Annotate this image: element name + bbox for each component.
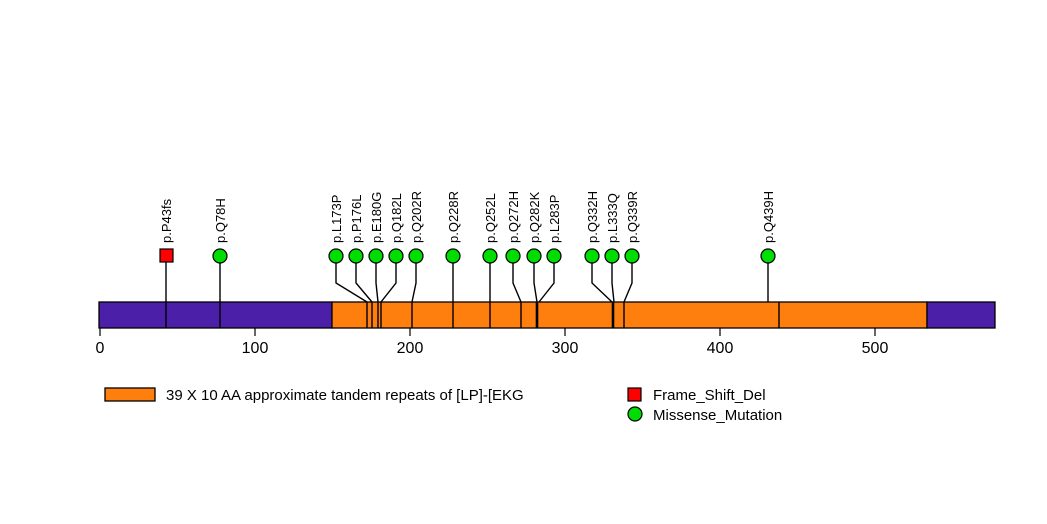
legend-label-tandem-repeat: 39 X 10 AA approximate tandem repeats of… xyxy=(166,387,524,404)
mutation-label-q182l: p.Q182L xyxy=(389,193,404,243)
mutation-label-q282k: p.Q282K xyxy=(527,191,542,243)
mutation-label-q332h: p.Q332H xyxy=(585,191,600,243)
legend-label-frame-shift-del: Frame_Shift_Del xyxy=(653,387,766,404)
marker-q339r[interactable] xyxy=(624,248,640,264)
mutation-label-l173p: p.L173P xyxy=(329,195,344,243)
marker-p43fs[interactable] xyxy=(159,248,174,263)
marker-q252l[interactable] xyxy=(482,248,498,264)
marker-q182l[interactable] xyxy=(388,248,404,264)
legend-item-missense-mutation[interactable]: Missense_Mutation xyxy=(627,406,782,424)
stem-p176l xyxy=(355,262,373,303)
mutation-label-p176l: p.P176L xyxy=(349,195,364,243)
mutation-label-q202r: p.Q202R xyxy=(409,191,424,243)
stem-q282k xyxy=(533,262,538,303)
mutation-label-q339r: p.Q339R xyxy=(625,191,640,243)
lollipop-stems xyxy=(165,262,769,303)
mutation-label-q78h: p.Q78H xyxy=(213,198,228,243)
stem-q182l xyxy=(380,262,397,303)
axis-tick-label-300: 300 xyxy=(552,340,579,357)
stem-q272h xyxy=(512,262,522,303)
legend-swatch-missense-mutation xyxy=(627,406,643,422)
marker-l283p[interactable] xyxy=(546,248,562,264)
mutation-label-l283p: p.L283P xyxy=(547,195,562,243)
protein-backbone xyxy=(98,301,996,329)
marker-q282k[interactable] xyxy=(526,248,542,264)
marker-e180g[interactable] xyxy=(368,248,384,264)
domain-backbone-left[interactable] xyxy=(98,301,333,329)
marker-l333q[interactable] xyxy=(604,248,620,264)
axis-tick-label-100: 100 xyxy=(242,340,269,357)
mutation-label-e180g: p.E180G xyxy=(369,192,384,243)
legend-label-missense-mutation: Missense_Mutation xyxy=(653,407,782,424)
stem-e180g xyxy=(375,262,379,303)
legend-swatch-frame-shift-del xyxy=(627,387,642,402)
mutation-label-l333q: p.L333Q xyxy=(605,193,620,243)
axis-tick-label-0: 0 xyxy=(96,340,105,357)
lollipop-markers xyxy=(159,248,776,264)
marker-q78h[interactable] xyxy=(212,248,228,264)
legend-item-tandem-repeat[interactable]: 39 X 10 AA approximate tandem repeats of… xyxy=(104,387,524,404)
stem-l283p xyxy=(538,262,555,303)
marker-q228r[interactable] xyxy=(445,248,461,264)
stem-q202r xyxy=(411,262,417,303)
axis-tick-label-500: 500 xyxy=(862,340,889,357)
domain-backbone-right[interactable] xyxy=(926,301,996,329)
mutation-label-q439h: p.Q439H xyxy=(761,191,776,243)
legend-swatch-tandem-repeat xyxy=(104,387,156,402)
mutation-label-q228r: p.Q228R xyxy=(446,191,461,243)
domain-tandem-repeat[interactable] xyxy=(331,301,928,329)
axis-tick-label-200: 200 xyxy=(397,340,424,357)
marker-p176l[interactable] xyxy=(348,248,364,264)
stem-l333q xyxy=(611,262,615,303)
mutation-labels: p.P43fs p.Q78H p.L173P p.P176L p.E180G p… xyxy=(159,191,776,243)
axis-tick-label-400: 400 xyxy=(707,340,734,357)
stem-l173p xyxy=(335,262,368,303)
mutation-label-q272h: p.Q272H xyxy=(506,191,521,243)
mutation-label-q252l: p.Q252L xyxy=(483,193,498,243)
marker-q272h[interactable] xyxy=(505,248,521,264)
legend: 39 X 10 AA approximate tandem repeats of… xyxy=(104,387,782,424)
mutation-position-marks xyxy=(165,302,780,328)
legend-item-frame-shift-del[interactable]: Frame_Shift_Del xyxy=(627,387,766,404)
mutation-label-p43fs: p.P43fs xyxy=(159,198,174,243)
marker-q202r[interactable] xyxy=(408,248,424,264)
marker-q439h[interactable] xyxy=(760,248,776,264)
marker-q332h[interactable] xyxy=(584,248,600,264)
x-axis: 0 100 200 300 400 500 xyxy=(96,328,889,357)
marker-l173p[interactable] xyxy=(328,248,344,264)
stem-q332h xyxy=(591,262,613,303)
stem-q339r xyxy=(623,262,633,303)
